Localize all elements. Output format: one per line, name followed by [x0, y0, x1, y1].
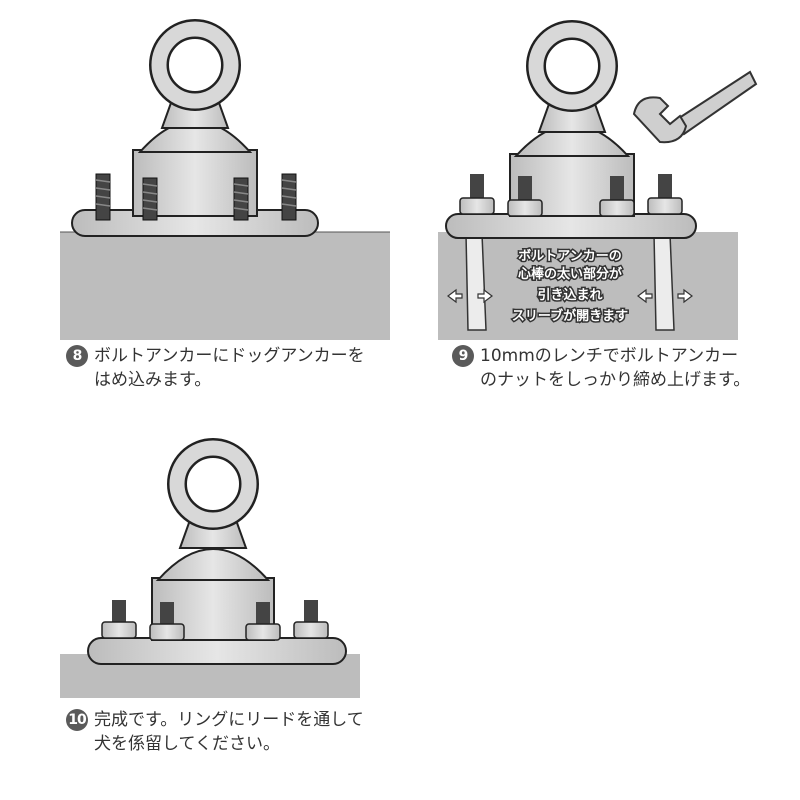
expansion-arrows	[447, 288, 693, 304]
step-9-badge: 9	[452, 345, 474, 367]
callout-line-2: 心棒の太い部分が	[518, 266, 622, 282]
step-9-illustration: ボルトアンカーの 心棒の太い部分が 引き込まれ スリーブが開きます	[438, 20, 758, 340]
step-8-caption: 8 ボルトアンカーにドッグアンカーをはめ込みます。	[66, 344, 366, 392]
step-8-badge: 8	[66, 345, 88, 367]
base-plate	[87, 637, 347, 665]
step-10-caption: 10 完成です。リングにリードを通して犬を係留してください。	[66, 708, 366, 756]
callout-line-1: ボルトアンカーの	[518, 248, 621, 264]
step-9-text: 10mmのレンチでボルトアンカーのナットをしっかり締め上げます。	[480, 346, 751, 390]
step-10-badge: 10	[66, 709, 88, 731]
callout-line-4: スリーブが開きます	[512, 308, 628, 324]
bolts-with-nuts	[459, 174, 683, 217]
step-10-illustration	[60, 438, 360, 698]
step-8-text: ボルトアンカーにドッグアンカーをはめ込みます。	[94, 346, 365, 390]
step-10-text: 完成です。リングにリードを通して犬を係留してください。	[94, 710, 364, 754]
step-8-illustration	[60, 19, 390, 340]
bolts-with-nuts	[101, 600, 329, 641]
callout-line-3: 引き込まれ	[537, 287, 602, 303]
ground-block	[60, 232, 390, 340]
dome	[155, 548, 271, 581]
base-plate	[445, 213, 697, 239]
step-9-caption: 9 10mmのレンチでボルトアンカーのナットをしっかり締め上げます。	[452, 344, 752, 392]
ground-block	[438, 232, 738, 340]
wrench-icon	[632, 70, 758, 144]
